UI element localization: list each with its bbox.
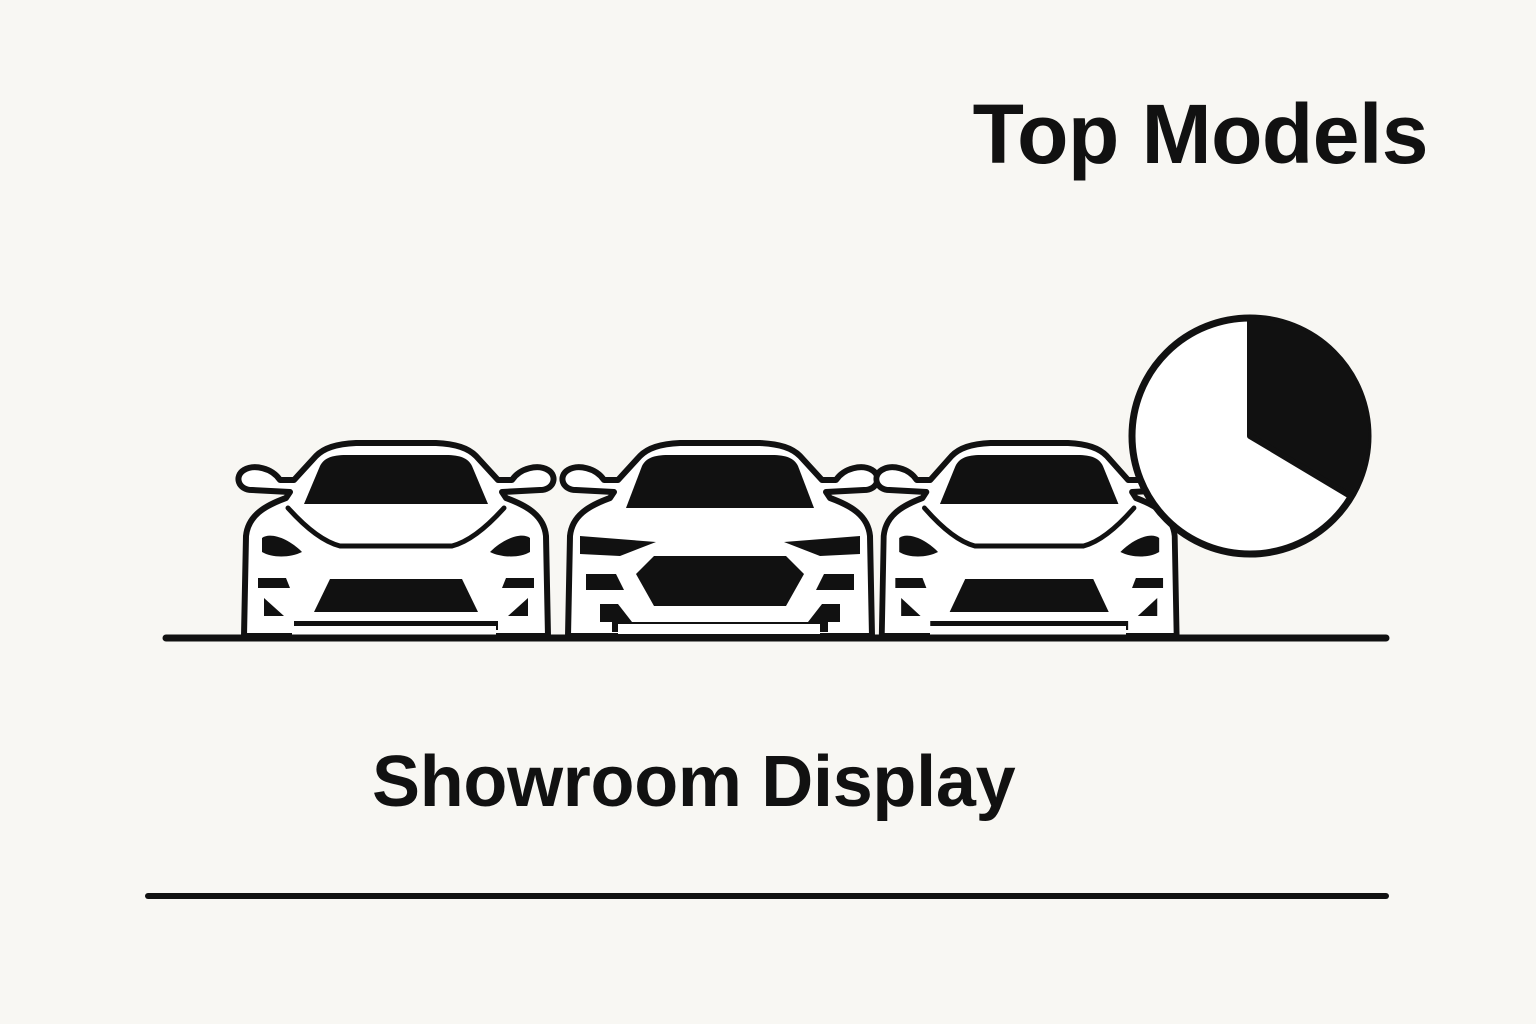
pie-chart-icon [1128, 314, 1372, 558]
page-title: Top Models [972, 87, 1429, 181]
plate-slot [618, 624, 820, 634]
plate-slot [930, 626, 1126, 636]
car-front-icon [238, 443, 553, 636]
plate-slot [292, 626, 496, 636]
section-caption: Showroom Display [372, 742, 1016, 822]
car-front-icon [562, 443, 877, 636]
